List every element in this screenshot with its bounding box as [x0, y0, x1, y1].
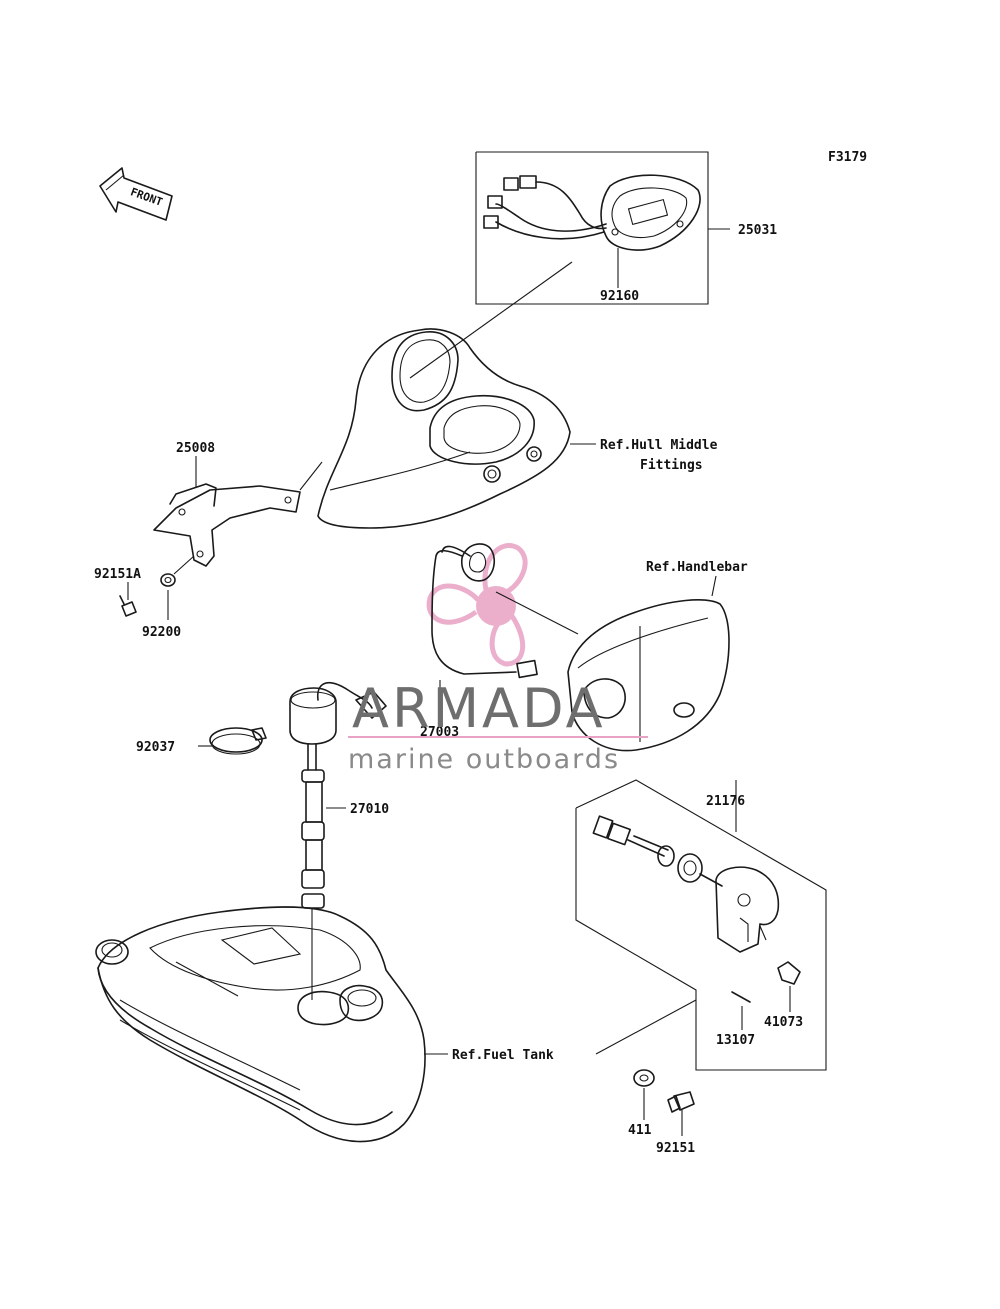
handlebar-cover: [567, 575, 730, 752]
bracket-25008: [153, 456, 323, 567]
front-arrow-label: FRONT: [129, 185, 165, 209]
part-92151-label: 92151: [656, 1141, 695, 1156]
armada-propeller-logo: [426, 543, 528, 667]
part-27010-label: 27010: [350, 802, 389, 817]
part-13107-label: 13107: [716, 1033, 755, 1048]
washer-92200: [160, 555, 195, 620]
switch-assembly-box: [575, 779, 827, 1071]
part-92151A-label: 92151A: [94, 567, 141, 582]
hose-clamp-92037: [198, 727, 267, 755]
part-21176-label: 21176: [706, 794, 745, 809]
part-411-label: 411: [628, 1123, 652, 1138]
ref-hull-line2: Fittings: [640, 458, 703, 473]
sensor-27003: [431, 543, 579, 722]
watermark-tagline: marine outboards: [348, 744, 620, 775]
part-92200-label: 92200: [142, 625, 181, 640]
watermark-brand: ARMADA: [352, 677, 606, 740]
fuel-tank: [95, 906, 448, 1143]
meter-assembly-box: [475, 151, 730, 305]
screw-92151A: [119, 582, 137, 617]
fuel-sender-unit: [289, 681, 387, 909]
part-92037-label: 92037: [136, 740, 175, 755]
clip-41073: [777, 961, 801, 1012]
part-25031-label: 25031: [738, 223, 777, 238]
hull-middle-fittings: [317, 328, 596, 529]
pin-13107: [731, 991, 751, 1030]
screw-92151: [667, 1091, 695, 1136]
ref-fuel-tank: Ref.Fuel Tank: [452, 1048, 554, 1063]
washer-411: [633, 1069, 655, 1120]
part-41073-label: 41073: [764, 1015, 803, 1030]
part-92160-label: 92160: [600, 289, 639, 304]
speedometer-meter: [600, 174, 701, 251]
part-25008-label: 25008: [176, 441, 215, 456]
figure-code: F3179: [828, 150, 867, 165]
ref-hull-line1: Ref.Hull Middle: [600, 438, 718, 453]
front-arrow-icon: FRONT: [99, 167, 173, 221]
ref-handlebar: Ref.Handlebar: [646, 560, 748, 575]
